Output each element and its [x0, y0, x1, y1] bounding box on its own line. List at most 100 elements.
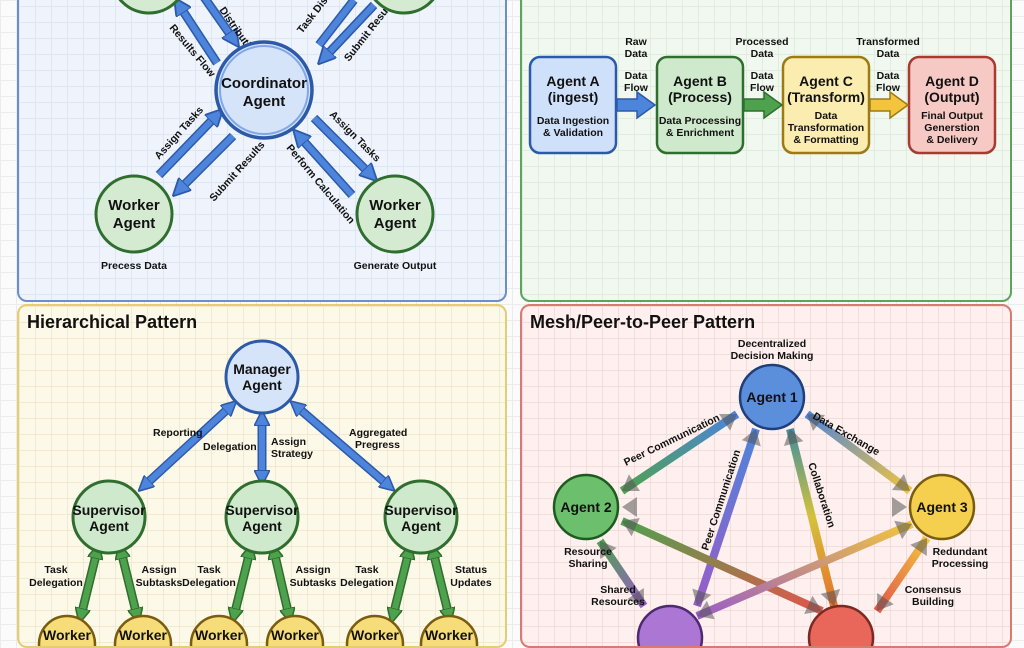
- caption-decentralized: Decentralized: [738, 338, 806, 350]
- pipeline-diagram: Agent A (ingest) Data Ingestion & Valida…: [528, 36, 997, 155]
- arrow-bottom-left-out: [179, 132, 237, 190]
- label-task-delegation-2: Task: [197, 564, 220, 576]
- svg-text:Agent: Agent: [89, 518, 129, 534]
- svg-text:Data Processing: Data Processing: [659, 115, 741, 127]
- arrow-top-left-out: [179, 5, 221, 66]
- svg-text:Agent: Agent: [242, 518, 282, 534]
- manager-agent-node: Manager Agent: [224, 339, 300, 415]
- agent-b-box: Agent B (Process) Data Processing & Enri…: [655, 55, 745, 155]
- hierarchical-diagram: Reporting Delegation Assign Strategy Agg…: [29, 339, 492, 646]
- link-3-flow-label-2: Flow: [876, 82, 901, 94]
- label-shared-resources: Shared: [600, 584, 636, 596]
- arrow-manager-supervisor-right: [296, 406, 389, 486]
- svg-text:(ingest): (ingest): [548, 89, 599, 105]
- link-3-flow-label: Data: [877, 70, 900, 82]
- arrow-top-right-out: [324, 1, 378, 58]
- arrow-supervisor-worker-4: [274, 551, 289, 616]
- label-status-updates-b: Updates: [450, 577, 492, 589]
- svg-text:Agent C: Agent C: [799, 73, 853, 89]
- arrow-bottom-right-out: [299, 136, 356, 199]
- arrow-bottom-left-in: [155, 115, 217, 179]
- arrow-manager-supervisor-left: [144, 406, 231, 486]
- link-3-top-label-2: Data: [877, 48, 900, 60]
- arrow-supervisor-worker-1: [81, 551, 97, 616]
- svg-text:Agent: Agent: [242, 377, 282, 393]
- svg-text:Agent 1: Agent 1: [746, 389, 798, 405]
- worker-label-1: Worker: [43, 627, 92, 643]
- supervisor-agent-node-1: Supervisor Agent: [71, 479, 147, 555]
- label-status-updates: Status: [455, 564, 487, 576]
- worker-agent-top-right: [373, 0, 435, 15]
- label-assign-subtasks-2b: Subtasks: [290, 577, 337, 589]
- label-task-delegation-2b: Delegation: [182, 577, 236, 589]
- svg-text:Agent B: Agent B: [673, 73, 727, 89]
- svg-text:Data Ingestion: Data Ingestion: [537, 115, 609, 127]
- svg-text:Manager: Manager: [233, 361, 291, 377]
- label-redundant-processing-b: Processing: [932, 558, 989, 570]
- mesh-link-2: [804, 410, 913, 495]
- mesh-pattern-panel: Mesh/Peer-to-Peer Pattern Decentralized …: [520, 304, 1012, 648]
- arrow-bottom-right-in: [310, 114, 371, 175]
- label-assign-subtasks-1: Assign: [141, 564, 176, 576]
- svg-text:Transformation: Transformation: [788, 122, 864, 134]
- worker-label-4: Worker: [271, 627, 320, 643]
- worker-label-2: Worker: [119, 627, 168, 643]
- svg-text:Agent: Agent: [374, 215, 417, 232]
- svg-text:Data: Data: [815, 110, 838, 122]
- svg-text:& Enrichment: & Enrichment: [666, 127, 735, 139]
- worker-label-5: Worker: [351, 627, 400, 643]
- label-task-delegation-1b: Delegation: [29, 577, 83, 589]
- svg-text:(Output): (Output): [924, 89, 979, 105]
- arrow-top-right-in: [315, 0, 358, 48]
- label-assign-strategy-2: Strategy: [271, 448, 313, 460]
- agent-3-node: Agent 3: [908, 473, 976, 541]
- caption-generate-output: Generate Output: [354, 260, 437, 272]
- svg-text:& Formatting: & Formatting: [793, 134, 858, 146]
- label-redundant-processing: Redundant: [933, 546, 988, 558]
- label-delegation: Delegation: [203, 441, 257, 453]
- arrow-supervisor-worker-3: [234, 551, 250, 616]
- mesh-arrows: [596, 410, 931, 620]
- worker-agent-left-node: Worker Agent: [94, 174, 174, 254]
- mesh-link-8: [596, 538, 648, 609]
- svg-text:Final Output: Final Output: [921, 110, 983, 122]
- worker-label-6: Worker: [425, 627, 474, 643]
- pipeline-pattern-panel: Agent A (ingest) Data Ingestion & Valida…: [520, 0, 1012, 302]
- label-consensus-building-b: Building: [912, 596, 954, 608]
- label-shared-resources-b: Resources: [591, 596, 645, 608]
- label-consensus-building: Consensus: [905, 584, 962, 596]
- worker-label-3: Worker: [195, 627, 244, 643]
- centralized-pattern-panel: Distribution Results Flow Task Distribut…: [17, 0, 507, 302]
- supervisor-agent-node-2: Supervisor Agent: [224, 479, 300, 555]
- centralized-diagram: Distribution Results Flow Task Distribut…: [94, 0, 437, 272]
- svg-text:(Process): (Process): [668, 89, 732, 105]
- svg-text:Agent A: Agent A: [546, 73, 599, 89]
- label-task-delegation-1: Task: [44, 564, 67, 576]
- mesh-link-4: [692, 427, 761, 608]
- agent-1-node: Agent 1: [738, 363, 806, 431]
- link-2-flow-label-2: Flow: [750, 82, 775, 94]
- arrows-supervisor-workers: [81, 551, 449, 616]
- mesh-diagram: Decentralized Decision Making Peer Commu…: [552, 338, 989, 646]
- label-reporting: Reporting: [153, 427, 203, 439]
- svg-text:Generstion: Generstion: [924, 122, 979, 134]
- mesh-link-9: [873, 535, 931, 614]
- svg-text:& Delivery: & Delivery: [926, 134, 978, 146]
- svg-text:Supervisor: Supervisor: [384, 502, 458, 518]
- svg-text:Agent: Agent: [401, 518, 441, 534]
- label-task-delegation-3b: Delegation: [340, 577, 394, 589]
- mesh-link-6: [620, 517, 824, 615]
- link-2-flow-label: Data: [751, 70, 774, 82]
- label-aggregated-progress-2: Pregress: [355, 439, 400, 451]
- arrow-supervisor-worker-6: [433, 551, 449, 616]
- agent-c-box: Agent C (Transform) Data Transformation …: [781, 55, 871, 155]
- arrow-top-left-in: [200, 0, 234, 40]
- caption-process-data: Precess Data: [101, 260, 167, 272]
- label-data-exchange: Data Exchange: [811, 410, 882, 458]
- label-resource-sharing: Resource: [564, 546, 612, 558]
- svg-text:Agent 3: Agent 3: [916, 499, 968, 515]
- agent-d-box: Agent D (Output) Final Output Generstion…: [907, 55, 997, 155]
- caption-decision-making: Decision Making: [731, 350, 814, 362]
- svg-text:Agent 2: Agent 2: [560, 499, 612, 515]
- svg-text:(Transform): (Transform): [787, 89, 865, 105]
